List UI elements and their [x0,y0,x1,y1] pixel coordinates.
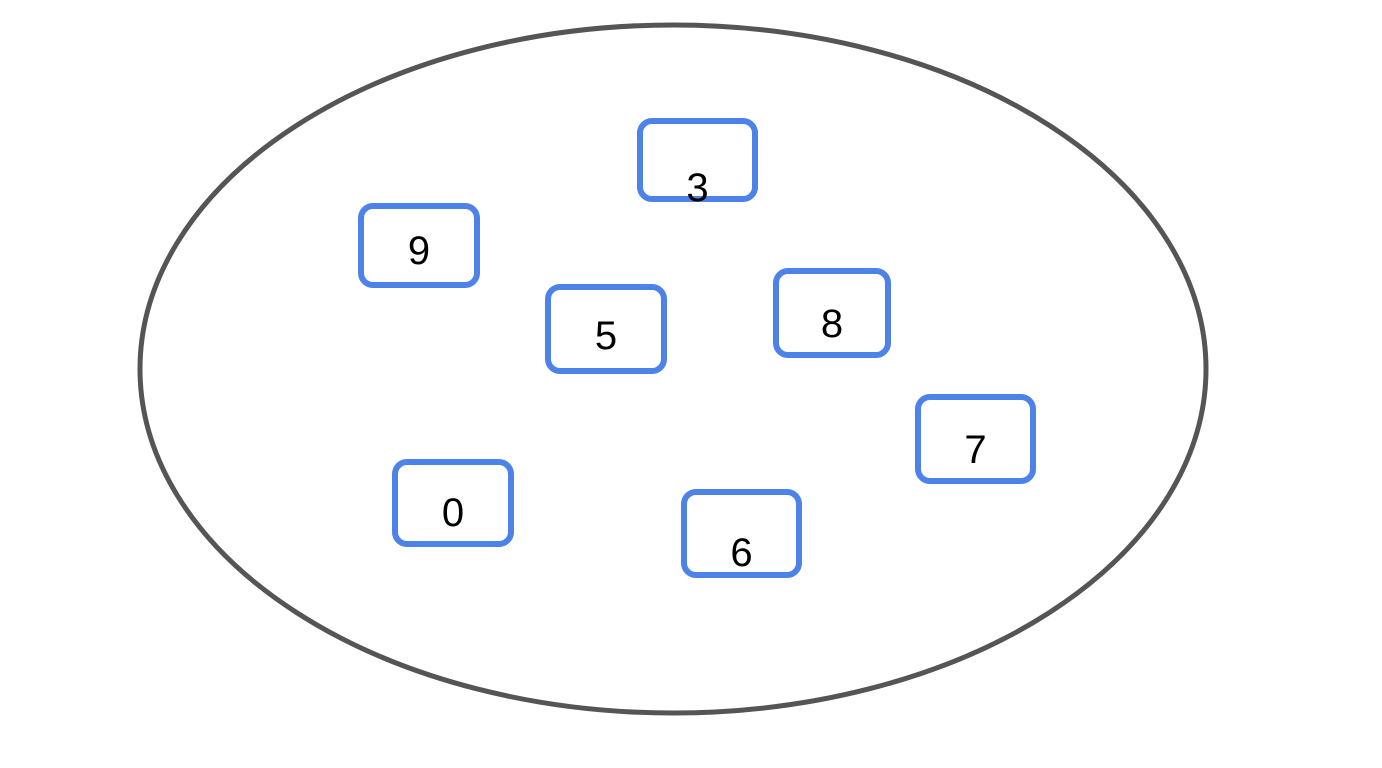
number-card-7[interactable]: 7 [915,394,1036,484]
number-card-6[interactable]: 6 [681,489,802,578]
number-card-label: 6 [730,531,753,575]
number-card-label: 8 [820,302,844,346]
ellipse-outline [137,22,1209,716]
number-card-label: 0 [441,491,465,535]
number-card-label: 5 [594,314,618,358]
number-card-label: 9 [407,229,431,273]
number-card-9[interactable]: 9 [358,203,480,288]
number-card-0[interactable]: 0 [392,459,514,547]
number-card-label: 3 [686,166,709,210]
number-card-3[interactable]: 3 [637,118,758,208]
number-card-8[interactable]: 8 [773,268,891,358]
number-card-5[interactable]: 5 [545,284,667,374]
number-card-label: 7 [964,428,987,472]
